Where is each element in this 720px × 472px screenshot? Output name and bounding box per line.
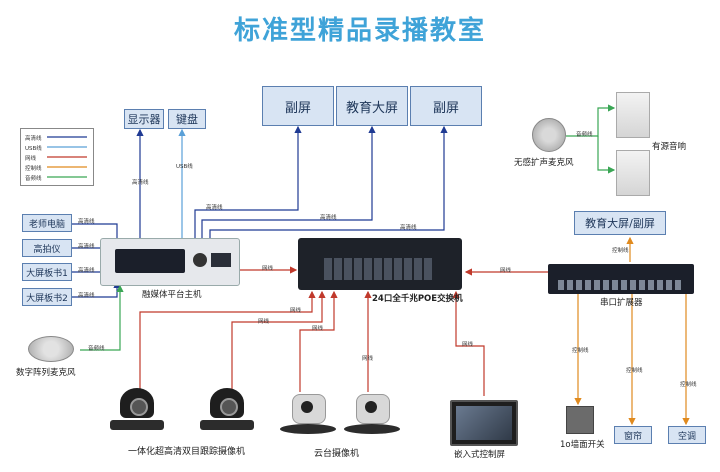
array-mic-label: 数字阵列麦克风 bbox=[16, 368, 76, 378]
media-host-label: 融媒体平台主机 bbox=[142, 290, 202, 300]
line-label-hdmi-6: 高清线 bbox=[78, 244, 95, 250]
media-host-vent bbox=[211, 253, 231, 267]
sub-screen-right: 副屏 bbox=[410, 86, 482, 126]
legend-item-0: 高清线 bbox=[25, 136, 42, 142]
tracking-camera-label: 一体化超高清双目跟踪摄像机 bbox=[128, 447, 246, 457]
legend-item-2: 网线 bbox=[25, 156, 37, 162]
line-label-hdmi-3: 高清线 bbox=[320, 215, 337, 221]
ptz-camera-2-base bbox=[344, 424, 400, 434]
line-label-net-4: 网线 bbox=[312, 326, 324, 332]
control-screen-display bbox=[456, 406, 512, 440]
line-label-hdmi-7: 高清线 bbox=[78, 268, 95, 274]
line-label-ctrl-2: 控制线 bbox=[572, 348, 589, 354]
legend-item-4: 音频线 bbox=[25, 176, 42, 182]
sub-screen-left: 副屏 bbox=[262, 86, 334, 126]
line-label-hdmi-5: 高清线 bbox=[78, 219, 95, 225]
line-label-ctrl-4: 控制线 bbox=[680, 382, 697, 388]
array-mic bbox=[28, 336, 74, 362]
extender-ports bbox=[558, 280, 684, 290]
ptz-camera-1-base bbox=[280, 424, 336, 434]
tracking-camera-2-lens bbox=[220, 398, 238, 416]
display-box: 显示器 bbox=[124, 109, 164, 129]
ptz-camera-1-lens bbox=[301, 401, 313, 413]
line-label-ctrl: 控制线 bbox=[612, 248, 629, 254]
board-2-box: 大屏板书2 bbox=[22, 288, 72, 306]
page-title: 标准型精品录播教室 bbox=[233, 16, 486, 46]
wall-switch-label: 1o墙面开关 bbox=[560, 440, 605, 450]
document-camera-box: 高拍仪 bbox=[22, 239, 72, 257]
line-label-hdmi-2: 高清线 bbox=[206, 205, 223, 211]
line-label-net-6: 网线 bbox=[462, 342, 474, 348]
poe-switch bbox=[298, 238, 462, 290]
edu-screen-right-box: 教育大屏/副屏 bbox=[574, 211, 666, 235]
media-host-panel bbox=[115, 249, 185, 273]
switch-ports bbox=[324, 258, 434, 280]
ptz-camera-2 bbox=[344, 394, 400, 436]
line-label-ctrl-3: 控制线 bbox=[626, 368, 643, 374]
line-label-net-7: 网线 bbox=[500, 268, 512, 274]
speaker-top bbox=[616, 92, 650, 138]
serial-extender-label: 串口扩展器 bbox=[600, 298, 643, 308]
line-label-audio-2: 音频线 bbox=[576, 132, 593, 138]
tracking-camera-2-base bbox=[200, 420, 254, 430]
legend-item-3: 控制线 bbox=[25, 166, 42, 172]
keyboard-box: 键盘 bbox=[168, 109, 206, 129]
ptz-camera-2-lens bbox=[365, 401, 377, 413]
teacher-pc-box: 老师电脑 bbox=[22, 214, 72, 232]
ptz-camera-1-head bbox=[292, 394, 326, 424]
serial-extender bbox=[548, 264, 694, 294]
control-screen bbox=[450, 400, 518, 446]
legend: 高清线 USB线 网线 控制线 音频线 bbox=[20, 128, 94, 186]
ac-box: 空调 bbox=[668, 426, 706, 444]
media-host-knob bbox=[193, 253, 207, 267]
ceiling-mic-right bbox=[532, 118, 566, 152]
line-label-hdmi: 高清线 bbox=[132, 180, 149, 186]
line-label-net-2: 网线 bbox=[258, 319, 270, 325]
board-1-box: 大屏板书1 bbox=[22, 263, 72, 281]
tracking-camera-1-lens bbox=[130, 398, 148, 416]
curtain-box: 窗帘 bbox=[614, 426, 652, 444]
tracking-camera-1-base bbox=[110, 420, 164, 430]
line-label-hdmi-4: 高清线 bbox=[400, 225, 417, 231]
tracking-camera-2 bbox=[200, 388, 254, 432]
wall-switch bbox=[566, 406, 594, 434]
line-label-net-5: 网线 bbox=[362, 356, 374, 362]
line-label-usb: USB线 bbox=[176, 164, 193, 170]
legend-item-1: USB线 bbox=[25, 146, 42, 152]
ptz-camera-1 bbox=[280, 394, 336, 436]
ptz-camera-label: 云台摄像机 bbox=[314, 449, 360, 459]
speaker-label: 有源音响 bbox=[652, 142, 687, 152]
edu-big-screen: 教育大屏 bbox=[336, 86, 408, 126]
poe-switch-label: 24口全千兆POE交换机 bbox=[372, 294, 463, 304]
line-label-net: 网线 bbox=[262, 266, 274, 272]
control-screen-label: 嵌入式控制屏 bbox=[454, 450, 506, 460]
line-label-audio: 音频线 bbox=[88, 346, 105, 352]
media-host bbox=[100, 238, 240, 286]
speaker-bottom bbox=[616, 150, 650, 196]
line-label-net-3: 网线 bbox=[290, 308, 302, 314]
tracking-camera-1 bbox=[110, 388, 164, 432]
legend-swatches bbox=[47, 136, 87, 178]
line-label-hdmi-8: 高清线 bbox=[78, 293, 95, 299]
ceiling-mic-right-label: 无感扩声麦克风 bbox=[514, 158, 574, 168]
